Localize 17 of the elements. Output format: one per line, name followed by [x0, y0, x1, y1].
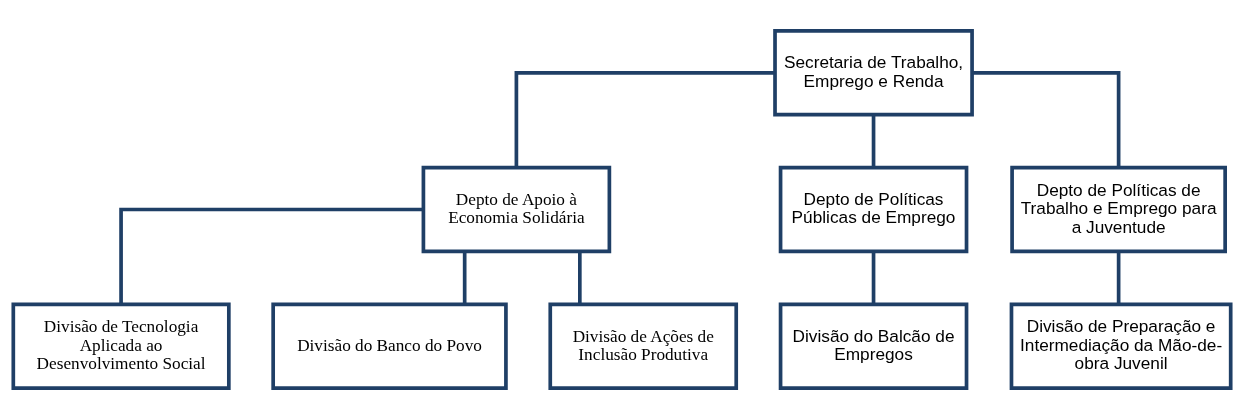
connector [514, 70, 775, 168]
connector [1116, 251, 1121, 304]
node-box: Depto de Apoio à Economia Solidária [421, 165, 612, 254]
node-box: Divisão do Banco do Povo [271, 302, 508, 390]
node-box: Divisão de Tecnologia Aplicada ao Desenvolvimento Social [11, 302, 231, 390]
connector [972, 70, 1121, 168]
node-box: Divisão de Preparação e Intermediação da Mão-de-obra Juvenil [1009, 302, 1233, 390]
connector [462, 251, 467, 304]
node-box: Divisão do Balcão de Empregos [778, 302, 969, 390]
node-box: Divisão de Ações de Inclusão Produtiva [548, 302, 739, 390]
connector [871, 114, 876, 168]
node-box: Secretaria de Trabalho, Emprego e Renda [773, 29, 974, 117]
connector [871, 251, 876, 304]
connector [577, 251, 582, 304]
node-box: Depto de Políticas de Trabalho e Emprego para a Juventude [1010, 165, 1227, 254]
node-box: Depto de Políticas Públicas de Emprego [778, 165, 969, 254]
connector [119, 207, 424, 305]
